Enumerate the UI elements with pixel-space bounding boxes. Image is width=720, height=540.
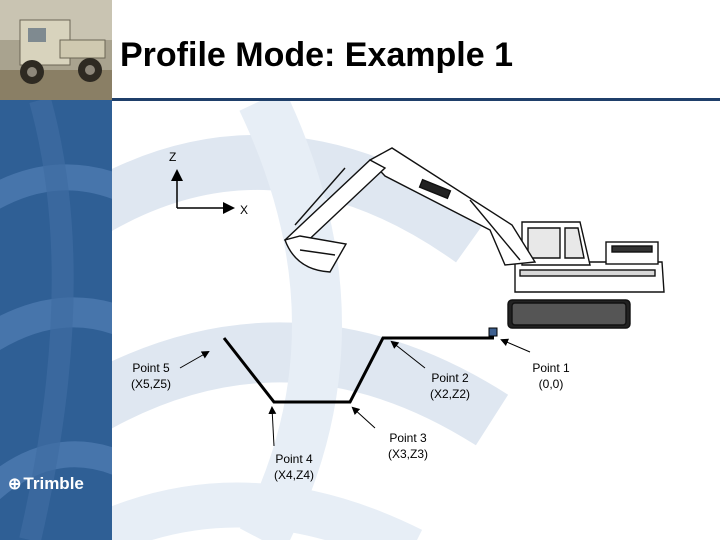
sidebar-swirl-graphic — [0, 100, 112, 540]
point-2-name: Point 2 — [431, 371, 469, 385]
point-4-label: Point 4 (X4,Z4) — [258, 451, 330, 483]
trimble-logo-icon: ⊕ — [8, 476, 22, 493]
slide-title: Profile Mode: Example 1 — [120, 36, 513, 74]
z-axis-label: Z — [169, 150, 177, 164]
point-2-arrow — [390, 340, 426, 369]
point-1-arrow — [500, 338, 531, 353]
point-2-coords: (X2,Z2) — [429, 387, 470, 401]
point-1-marker — [488, 327, 498, 337]
point-5-arrow — [179, 351, 210, 369]
grader-photo — [0, 0, 112, 100]
point-1-name: Point 1 — [532, 361, 570, 375]
sidebar-panel: ⊕Trimble — [0, 0, 112, 540]
point-3-arrow — [351, 406, 376, 429]
profile-line — [222, 336, 494, 404]
point-5-name: Point 5 — [132, 361, 170, 375]
point-1-label: Point 1 (0,0) — [516, 360, 586, 392]
excavator-illustration — [283, 147, 665, 329]
point-3-label: Point 3 (X3,Z3) — [372, 430, 444, 462]
point-3-coords: (X3,Z3) — [387, 447, 428, 461]
background-watermark — [112, 100, 509, 540]
point-4-coords: (X4,Z4) — [273, 468, 314, 482]
trimble-logo: ⊕Trimble — [8, 474, 84, 493]
point-5-label: Point 5 (X5,Z5) — [115, 360, 187, 392]
point-1-coords: (0,0) — [538, 377, 564, 391]
title-underline — [112, 98, 720, 101]
point-4-name: Point 4 — [275, 452, 313, 466]
point-5-coords: (X5,Z5) — [130, 377, 171, 391]
point-4-arrow — [268, 406, 277, 447]
point-3-name: Point 3 — [389, 431, 427, 445]
point-2-label: Point 2 (X2,Z2) — [414, 370, 486, 402]
x-axis-label: X — [240, 203, 249, 217]
